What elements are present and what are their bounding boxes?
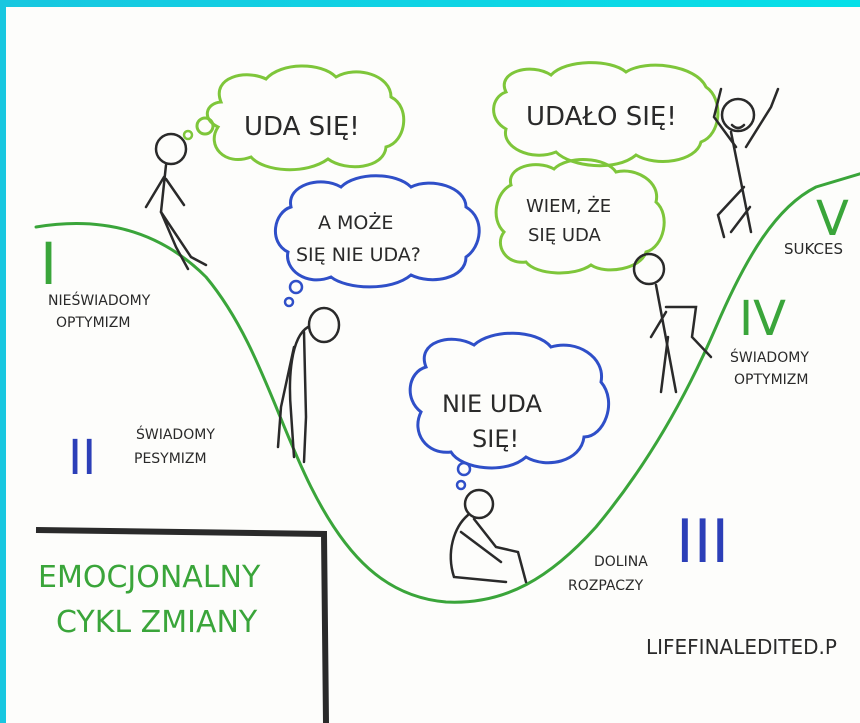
figure-success [712,87,780,239]
stage-2-label-line2: PESYMIZM [134,451,207,467]
stage-numeral-5: V [816,191,849,247]
title-line2: CYKL ZMIANY [56,605,258,640]
stage-3-label-line2: ROZPACZY [568,578,644,594]
thought-text-wiem-line2: SIĘ UDA [528,225,602,246]
stage-4-label-line1: ŚWIADOMY [730,348,809,366]
stage-numeral-4: IV [739,291,786,347]
thought-cloud-a-moze: A MOŻE SIĘ NIE UDA? [273,174,481,308]
stage-numeral-2: II [68,430,96,486]
stage-5-label: SUKCES [784,240,843,258]
thought-text-nie-uda-line2: SIĘ! [472,425,519,453]
thought-cloud-uda-sie: UDA SIĘ! [182,64,406,172]
figure-confident [632,252,713,394]
figure-despair [449,488,528,584]
thought-text-nie-uda-line1: NIE UDA [442,390,542,418]
thought-text-a-moze-line2: SIĘ NIE UDA? [296,244,421,266]
thought-cloud-nie-uda: NIE UDA SIĘ! [408,331,611,491]
thought-cloud-wiem: WIEM, ŻE SIĘ UDA [494,158,666,275]
title-box: EMOCJONALNY CYKL ZMIANY [35,527,329,723]
figure-optimist [144,132,208,271]
stage-1-label-line1: NIEŚWIADOMY [48,291,151,309]
thought-text-a-moze-line1: A MOŻE [318,211,393,234]
stage-4-label-line2: OPTYMIZM [734,372,808,388]
thought-cloud-udalo-sie: UDAŁO SIĘ! [492,61,720,168]
figure-pessimist [276,306,341,464]
whiteboard-paper: I II III IV V NIEŚWIADOMY OPTYMIZM ŚWIAD… [6,7,860,723]
stage-2-label-line1: ŚWIADOMY [136,425,215,443]
stage-numeral-3: III [676,507,729,577]
stage-numeral-1: I [40,230,57,298]
emotion-curve [34,172,860,604]
title-line1: EMOCJONALNY [38,560,261,595]
thought-text-udalo-sie: UDAŁO SIĘ! [526,102,677,132]
credit-text: LIFEFINALEDITED.P [646,635,837,659]
thought-text-wiem-line1: WIEM, ŻE [526,196,611,217]
emotional-cycle-diagram: I II III IV V NIEŚWIADOMY OPTYMIZM ŚWIAD… [34,61,860,723]
stage-3-label-line1: DOLINA [594,554,648,570]
stage-1-label-line2: OPTYMIZM [56,315,130,331]
thought-text-uda-sie: UDA SIĘ! [244,112,360,142]
